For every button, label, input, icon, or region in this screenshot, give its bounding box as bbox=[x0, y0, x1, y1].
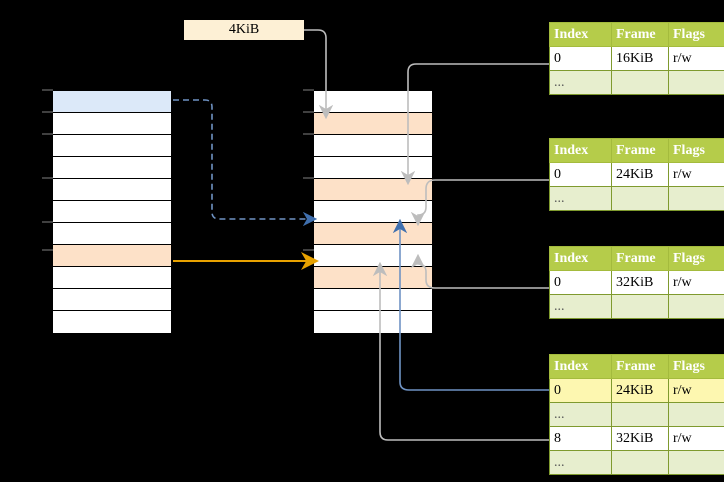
cell-flags: r/w bbox=[668, 162, 724, 187]
physical-frame-row-9 bbox=[314, 289, 432, 311]
virtual-page-row-6 bbox=[53, 223, 171, 245]
cell-frame: 24KiB bbox=[611, 162, 669, 187]
table-row[interactable]: ... bbox=[549, 186, 724, 211]
physical-frame-row-7 bbox=[314, 245, 432, 267]
virtual-page-row-5 bbox=[53, 201, 171, 223]
physical-frame-row-0 bbox=[314, 91, 432, 113]
table2-frame-connector bbox=[410, 179, 549, 227]
table-row[interactable]: ... bbox=[549, 294, 724, 319]
column-header-frame: Frame bbox=[611, 22, 669, 47]
cell-index: ... bbox=[549, 186, 612, 211]
cell-index: 0 bbox=[549, 378, 612, 403]
cell-flags bbox=[668, 186, 724, 211]
column-header-index: Index bbox=[549, 138, 612, 163]
column-header-frame: Frame bbox=[611, 354, 669, 379]
cell-index: ... bbox=[549, 402, 612, 427]
cell-flags: r/w bbox=[668, 46, 724, 71]
cell-frame: 24KiB bbox=[611, 378, 669, 403]
column-header-flags: Flags bbox=[668, 138, 724, 163]
virtual-page-row-3 bbox=[53, 157, 171, 179]
physical-frame-row-3 bbox=[314, 157, 432, 179]
cell-frame bbox=[611, 402, 669, 427]
cell-index: 0 bbox=[549, 270, 612, 295]
cell-flags: r/w bbox=[668, 270, 724, 295]
table-row[interactable]: ... bbox=[549, 402, 724, 427]
physical-frame-row-10 bbox=[314, 311, 432, 333]
cell-flags bbox=[668, 70, 724, 95]
physical-frame-row-8 bbox=[314, 267, 432, 289]
column-header-frame: Frame bbox=[611, 246, 669, 271]
virtual-page-row-8 bbox=[53, 267, 171, 289]
cell-frame: 32KiB bbox=[611, 426, 669, 451]
table-row[interactable]: ... bbox=[549, 450, 724, 475]
cell-index: 8 bbox=[549, 426, 612, 451]
virtual-page-row-0 bbox=[53, 91, 171, 113]
virtual-page-row-4 bbox=[53, 179, 171, 201]
column-header-flags: Flags bbox=[668, 246, 724, 271]
physical-frame-row-5 bbox=[314, 201, 432, 223]
page-size-label: 4KiB bbox=[184, 20, 304, 40]
cell-flags bbox=[668, 294, 724, 319]
cell-index: 0 bbox=[549, 162, 612, 187]
column-header-flags: Flags bbox=[668, 354, 724, 379]
virtual-page-row-10 bbox=[53, 311, 171, 333]
physical-memory-column bbox=[313, 90, 433, 333]
physical-frame-row-4 bbox=[314, 179, 432, 201]
cell-frame: 16KiB bbox=[611, 46, 669, 71]
virtual-page-row-2 bbox=[53, 135, 171, 157]
physical-frame-row-2 bbox=[314, 135, 432, 157]
virtual-page-row-1 bbox=[53, 113, 171, 135]
cell-frame bbox=[611, 70, 669, 95]
cell-index: ... bbox=[549, 450, 612, 475]
cell-frame bbox=[611, 186, 669, 211]
column-header-frame: Frame bbox=[611, 138, 669, 163]
virtual-page-row-9 bbox=[53, 289, 171, 311]
table3-frame-connector bbox=[410, 253, 549, 289]
virtual-address-space-column bbox=[52, 90, 172, 333]
cell-frame: 32KiB bbox=[611, 270, 669, 295]
physical-frame-row-6 bbox=[314, 223, 432, 245]
column-header-index: Index bbox=[549, 246, 612, 271]
virtual-page-dashed-connector bbox=[173, 99, 318, 227]
virtual-page-row-7 bbox=[53, 245, 171, 267]
cell-frame bbox=[611, 450, 669, 475]
cell-index: ... bbox=[549, 70, 612, 95]
cell-frame bbox=[611, 294, 669, 319]
table-row[interactable]: ... bbox=[549, 70, 724, 95]
physical-frame-row-1 bbox=[314, 113, 432, 135]
cell-index: 0 bbox=[549, 46, 612, 71]
cell-flags: r/w bbox=[668, 426, 724, 451]
cell-flags: r/w bbox=[668, 378, 724, 403]
cell-index: ... bbox=[549, 294, 612, 319]
column-header-flags: Flags bbox=[668, 22, 724, 47]
cell-flags bbox=[668, 402, 724, 427]
column-header-index: Index bbox=[549, 22, 612, 47]
column-header-index: Index bbox=[549, 354, 612, 379]
cell-flags bbox=[668, 450, 724, 475]
